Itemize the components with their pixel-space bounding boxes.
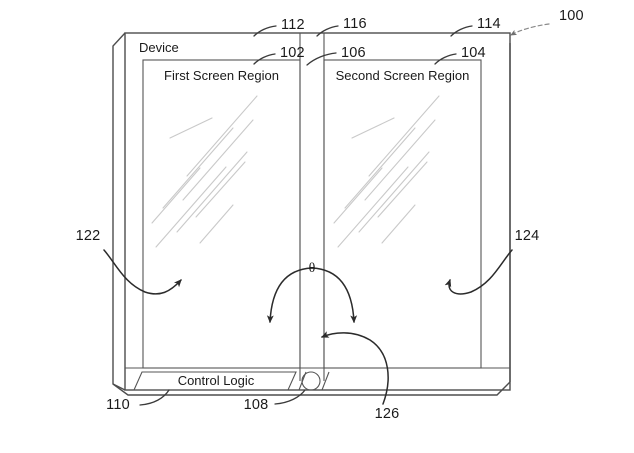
callout-114-text: 114 — [477, 16, 501, 32]
center-hinge-region — [299, 33, 325, 381]
callout-108-text: 108 — [244, 397, 269, 413]
callout-126-text: 126 — [375, 406, 400, 422]
device-label: Device — [139, 40, 179, 55]
fold-angle-indicator: θ — [266, 261, 358, 324]
control-logic-module: Control Logic — [133, 371, 297, 391]
device-body-outline — [124, 32, 511, 391]
callout-102: 102 — [253, 45, 305, 65]
callout-116: 116 — [316, 16, 367, 37]
callout-124-text: 124 — [515, 228, 540, 244]
first-screen-hatching — [151, 95, 258, 248]
callout-104: 104 — [434, 45, 486, 65]
hinge-pivot — [298, 371, 330, 391]
callout-124: 124 — [444, 228, 540, 295]
callout-126: 126 — [320, 331, 400, 422]
callout-114: 114 — [450, 16, 501, 37]
callout-110: 110 — [106, 389, 170, 413]
callout-106: 106 — [306, 45, 366, 66]
callout-108: 108 — [244, 389, 306, 413]
callout-104-text: 104 — [461, 45, 486, 61]
callout-100: 100 — [510, 8, 584, 36]
device-perspective-edges — [112, 32, 511, 396]
second-screen-hatching — [333, 95, 440, 248]
callout-122-text: 122 — [76, 228, 101, 244]
callout-112: 112 — [253, 17, 305, 37]
first-screen-region: First Screen Region — [142, 59, 301, 369]
callout-110-text: 110 — [106, 397, 130, 413]
control-logic-label: Control Logic — [178, 373, 255, 388]
second-screen-region-label: Second Screen Region — [336, 68, 470, 83]
callout-116-text: 116 — [343, 16, 367, 32]
callout-106-text: 106 — [341, 45, 366, 61]
callout-112-text: 112 — [281, 17, 305, 33]
callout-100-text: 100 — [559, 8, 584, 24]
second-screen-region: Second Screen Region — [323, 59, 482, 369]
callout-102-text: 102 — [280, 45, 305, 61]
first-screen-region-label: First Screen Region — [164, 68, 279, 83]
theta-symbol-label: θ — [309, 261, 316, 276]
callout-122: 122 — [76, 228, 182, 295]
